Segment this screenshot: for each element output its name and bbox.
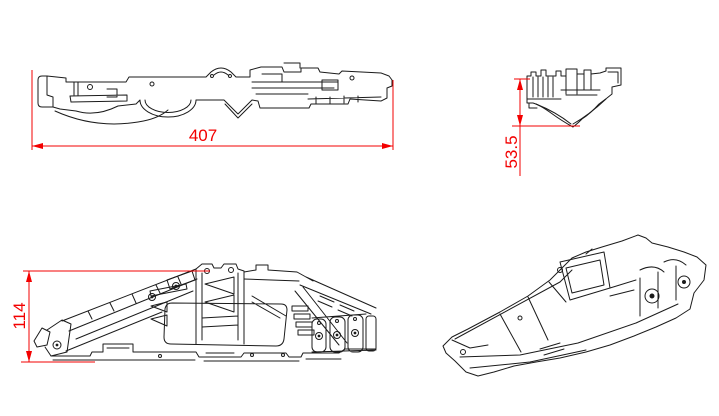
top-view-drawing — [37, 62, 393, 125]
side-view-nose — [33, 319, 72, 357]
front-view-drawing — [526, 67, 622, 128]
top-view-curves — [54, 99, 253, 125]
top-view-details — [69, 62, 382, 105]
dimension-length-label: 407 — [189, 126, 217, 145]
dimension-height-front-label: 53.5 — [502, 135, 521, 168]
top-view-outline — [37, 66, 393, 118]
iso-view-outline — [442, 234, 707, 377]
iso-view-holes — [460, 267, 691, 355]
dimension-height-front-arrowheads — [517, 79, 523, 126]
dimension-height-front: 53.5 — [502, 78, 580, 176]
dimension-height-side-arrowheads — [26, 271, 32, 362]
side-view-top-rail — [243, 264, 377, 346]
iso-view-details — [451, 248, 687, 369]
dimension-height-side-lines — [21, 270, 210, 363]
side-view-opening — [149, 270, 288, 347]
iso-view-hole-dots — [649, 280, 686, 299]
dimension-length-lines — [31, 70, 394, 150]
side-view-truss — [61, 268, 198, 352]
dimension-height-side: 114 — [10, 270, 210, 363]
front-view-outline — [526, 67, 622, 128]
dimension-height-front-lines — [512, 78, 580, 176]
side-view-tail-stack — [311, 313, 377, 353]
side-view-drawing — [33, 263, 377, 362]
top-view-holes — [87, 74, 355, 90]
dimension-length: 407 — [31, 70, 394, 150]
front-view-details — [526, 71, 619, 125]
isometric-view-drawing — [442, 234, 707, 377]
side-view-bottom-rail — [50, 343, 377, 362]
dimension-height-side-label: 114 — [10, 302, 29, 329]
